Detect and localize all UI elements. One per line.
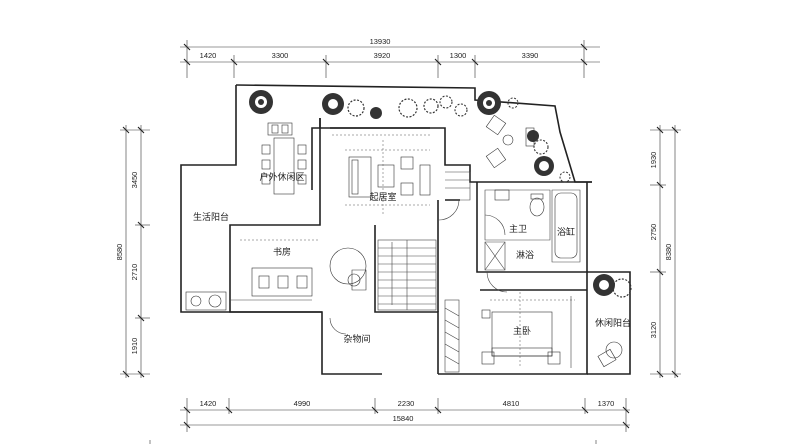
label-storage: 杂物间 (343, 333, 370, 345)
label-life-balcony: 生活阳台 (193, 211, 229, 223)
stairs (377, 171, 471, 311)
tree-icon (322, 93, 344, 115)
dim-top-3: 3920 (374, 51, 391, 60)
tree-icon (534, 156, 554, 176)
living-room-furniture (330, 127, 432, 215)
tree-icon (612, 278, 632, 298)
label-master-bath: 主卫 (509, 223, 527, 235)
bottom-dimension-chain: 1420 4990 2230 4810 1370 15840 (149, 398, 630, 444)
tree-icon (398, 98, 418, 118)
label-study: 书房 (273, 246, 291, 258)
tree-icon (533, 139, 549, 155)
dim-left-total: 8580 (115, 244, 124, 261)
left-dimension-chain: 8580 3450 2710 1910 (115, 125, 150, 378)
dim-bottom-1: 1420 (200, 399, 217, 408)
dim-top-1: 1420 (200, 51, 217, 60)
dim-bottom-5: 1370 (598, 399, 615, 408)
bathroom-fixtures (484, 189, 578, 271)
washing-machine (185, 291, 227, 311)
tree-icon (347, 99, 365, 117)
tree-icon (507, 97, 519, 109)
tree-icon (439, 95, 453, 109)
dim-right-total: 8380 (664, 244, 673, 261)
tree-icon (249, 90, 273, 114)
dim-top-5: 3390 (522, 51, 539, 60)
tree-icon (559, 171, 571, 183)
dim-bottom-2: 4990 (294, 399, 311, 408)
walls (180, 84, 631, 375)
dim-right-3: 3120 (649, 322, 658, 339)
top-dimension-chain: 13930 1420 3300 3920 1300 3390 (180, 37, 600, 78)
balcony-lounge-chair (597, 341, 623, 368)
dim-left-1: 3450 (130, 172, 139, 189)
dim-top-total: 13930 (370, 37, 391, 46)
lounge-chairs (485, 114, 535, 169)
tree-icon (527, 130, 539, 142)
label-shower: 淋浴 (516, 249, 534, 261)
doors (329, 199, 508, 335)
tree-icon (593, 274, 615, 296)
dim-left-3: 1910 (130, 338, 139, 355)
label-living-room: 起居室 (369, 191, 396, 203)
tree-icon (423, 98, 439, 114)
dim-top-4: 1300 (450, 51, 467, 60)
dim-bottom-3: 2230 (398, 399, 415, 408)
outdoor-dining-set (261, 122, 307, 195)
label-leisure-balcony: 休闲阳台 (595, 317, 631, 329)
tree-icon (454, 103, 468, 117)
dim-right-1: 1930 (649, 152, 658, 169)
dim-bottom-total: 15840 (393, 414, 414, 423)
bedroom-furniture (444, 292, 575, 373)
study-furniture (230, 239, 367, 301)
room-labels: 户外休闲区 起居室 生活阳台 书房 主卫 浴缸 淋浴 主卧 休闲阳台 杂物间 (193, 171, 631, 345)
dim-right-2: 2750 (649, 224, 658, 241)
dim-bottom-4: 4810 (503, 399, 520, 408)
label-outdoor-leisure: 户外休闲区 (259, 171, 304, 183)
label-bathtub: 浴缸 (557, 226, 575, 238)
right-dimension-chain: 1930 2750 3120 8380 (649, 125, 681, 378)
dim-top-2: 3300 (272, 51, 289, 60)
tree-icon (477, 91, 501, 115)
tree-icon (370, 107, 382, 119)
label-master-bedroom: 主卧 (513, 325, 531, 337)
dim-left-2: 2710 (130, 264, 139, 281)
terrace-plants (249, 90, 632, 298)
